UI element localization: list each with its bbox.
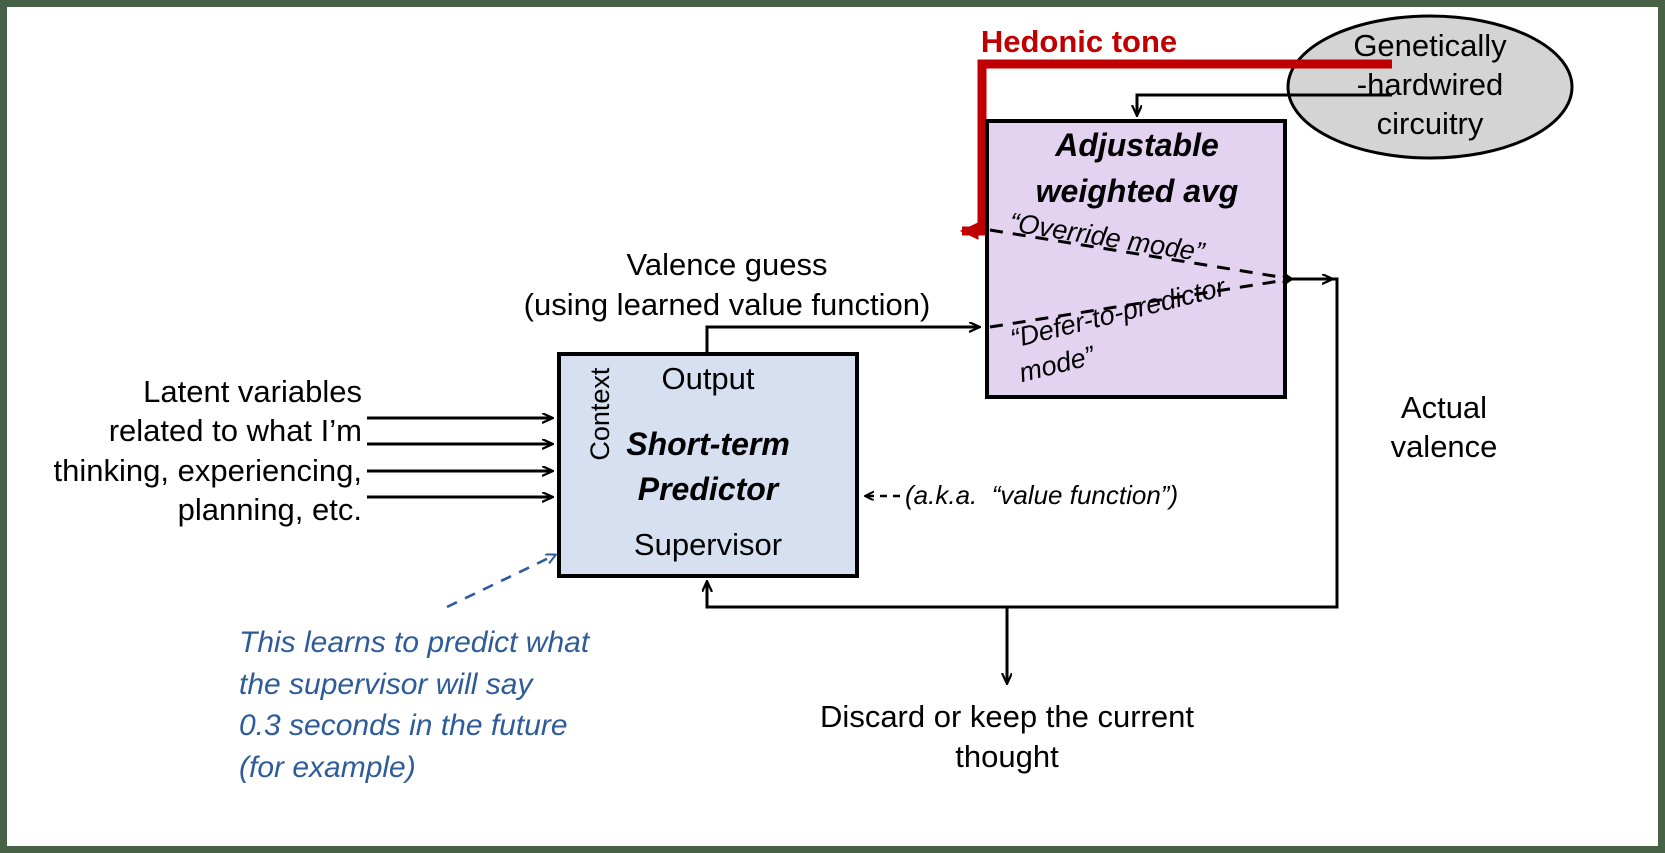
discard-or-keep-label: Discard or keep the current thought [820,699,1194,775]
actual-valence-label: Actual valence [1390,390,1498,465]
adjustable-weighted-avg-box [985,119,1287,399]
hedonic-tone-path [959,59,1392,240]
adjustable-weighted-avg-title: Adjustable weighted avg [1035,127,1239,210]
hedonic-tone-label: Hedonic tone [980,24,1178,59]
genetically-hardwired-circuitry-label: Genetically -hardwired circuitry [1353,28,1507,141]
defer-mode-dashed-line [989,279,1292,329]
genetically-hardwired-circuitry-ellipse [1286,14,1574,160]
learns-note-pointer-line [446,555,555,609]
latent-variables-label: Latent variables related to what I’m thi… [53,374,362,528]
output-label: Output [661,361,755,396]
learns-to-predict-note: This learns to predict what the supervis… [239,626,590,785]
valence-guess-label: Valence guess (using learned value funct… [523,247,931,323]
short-term-predictor-box [557,352,859,578]
valence-guess-path [705,327,979,354]
genetic-to-awa-path [1137,93,1392,115]
override-mode-dashed-line [989,228,1292,279]
supervisor-label: Supervisor [633,527,783,562]
short-term-predictor-title: Short-term Predictor [626,426,790,508]
value-function-note: (a.k.a. “value function”) [905,480,1179,510]
context-label: Context [584,367,615,461]
diagram-vector-layer [367,14,1574,853]
